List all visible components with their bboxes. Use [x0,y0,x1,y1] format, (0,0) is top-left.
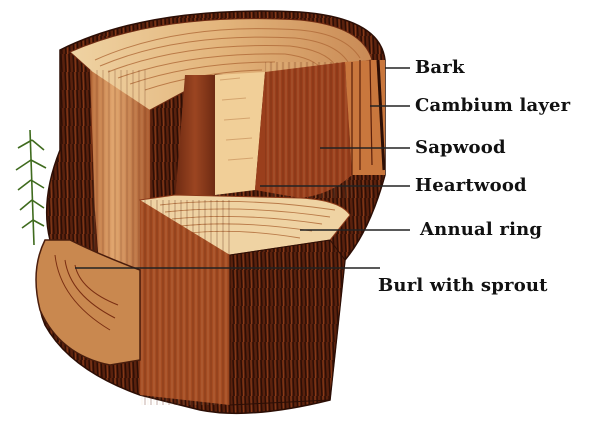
label-heartwood: Heartwood [415,175,527,196]
label-annual-ring: Annual ring [420,219,542,240]
label-sapwood: Sapwood [415,137,506,158]
lower-block-right [230,240,345,405]
label-burl-with-sprout: Burl with sprout [378,275,548,296]
sprout [16,130,46,245]
label-cambium-layer: Cambium layer [415,95,570,116]
label-bark: Bark [415,57,465,78]
